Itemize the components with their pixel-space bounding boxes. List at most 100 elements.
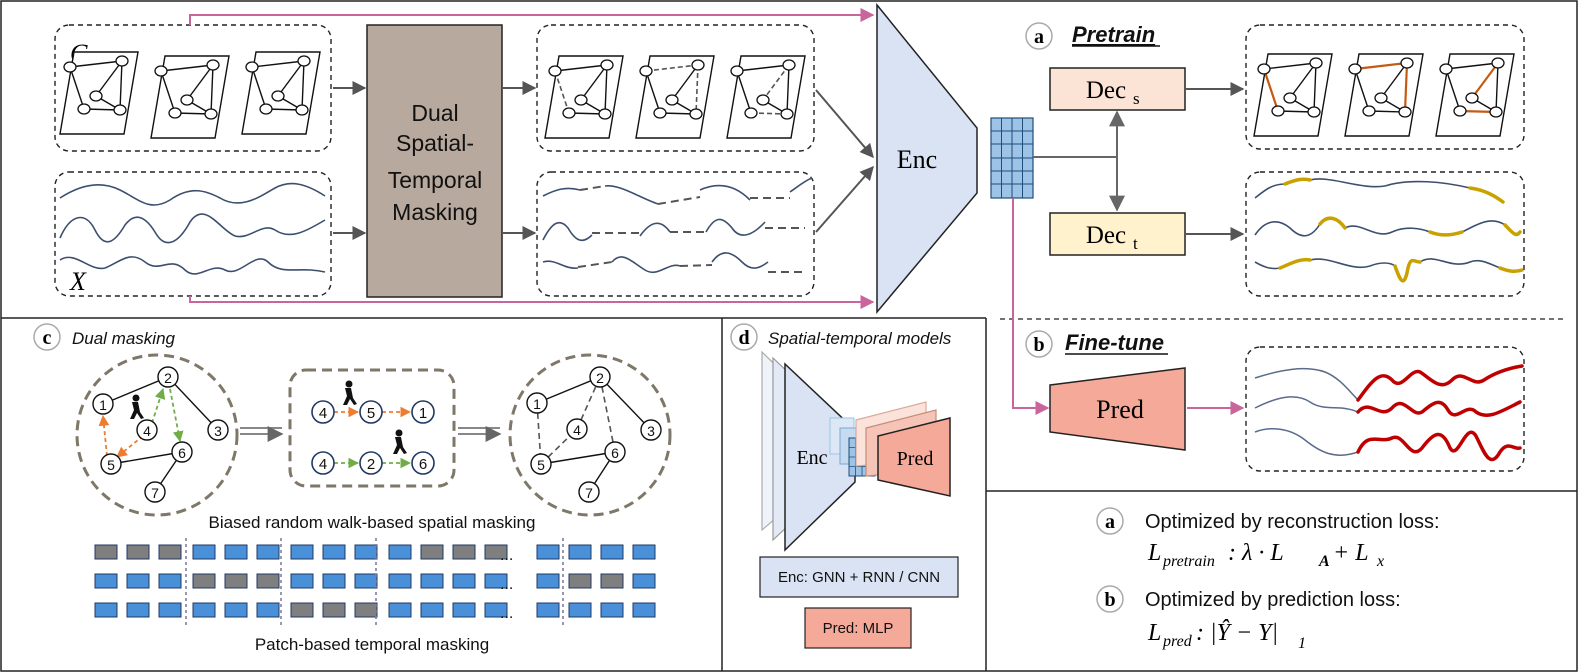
walk-arrows-left	[98, 387, 184, 458]
temporal-patch	[94, 602, 118, 618]
spatial-masking-caption: Biased random walk-based spatial masking	[209, 513, 536, 532]
svg-text:pretrain: pretrain	[1162, 553, 1215, 570]
temporal-patch	[420, 573, 444, 589]
masking-line-3: Temporal	[388, 167, 483, 193]
masked-graph-box	[536, 24, 815, 152]
svg-text:7: 7	[151, 485, 159, 501]
temporal-patch	[354, 544, 378, 560]
svg-text:: |Ŷ − Y|: : |Ŷ − Y|	[1196, 620, 1278, 646]
pred-legend-text: Pred: MLP	[823, 620, 894, 637]
walker-icon-orange	[343, 380, 357, 405]
temporal-patch	[126, 602, 150, 618]
temporal-patch	[322, 544, 346, 560]
temporal-patch	[158, 544, 182, 560]
recon-graph-3	[1435, 53, 1515, 137]
input-graph-1	[60, 52, 138, 134]
svg-text:4: 4	[319, 456, 327, 473]
svg-text:6: 6	[611, 445, 619, 461]
double-arrow-1	[240, 426, 284, 442]
walk-paths-box	[288, 368, 456, 488]
masked-graph-1	[544, 55, 624, 139]
ellipsis-row-3: ...	[500, 605, 513, 622]
prediction-box	[1245, 346, 1525, 472]
temporal-patch	[632, 573, 656, 589]
temporal-patch	[568, 573, 592, 589]
masking-line-4: Masking	[392, 199, 478, 225]
svg-text:c: c	[43, 327, 52, 349]
dual-masking-title: Dual masking	[72, 329, 176, 348]
loss-a-formula: L pretrain : λ · L A + L x	[1147, 540, 1384, 570]
walk-green: 4 2 6	[311, 451, 435, 475]
loss-b-text: Optimized by prediction loss:	[1145, 589, 1401, 611]
temporal-patch	[94, 544, 118, 560]
temporal-patch	[158, 602, 182, 618]
encoder-label: Enc	[897, 145, 937, 174]
temporal-patch	[600, 544, 624, 560]
pink-arrow-graph-to-enc	[189, 8, 875, 25]
temporal-patch	[322, 602, 346, 618]
input-graph-3	[242, 52, 320, 134]
input-series-lines	[59, 182, 326, 275]
masked-series-gaps	[577, 185, 806, 273]
loss-a-text: Optimized by reconstruction loss:	[1145, 511, 1440, 533]
pred-label: Pred	[1096, 395, 1144, 424]
double-arrow-2	[458, 426, 502, 442]
temporal-patch	[388, 544, 412, 560]
pink-arrow-series-to-enc	[189, 295, 875, 309]
svg-text:6: 6	[178, 445, 186, 461]
st-pred-label: Pred	[897, 448, 934, 470]
recon-series-lines	[1254, 178, 1506, 270]
temporal-patch	[600, 602, 624, 618]
temporal-patch	[224, 573, 248, 589]
svg-text:1: 1	[1298, 635, 1306, 652]
stacked-encoders	[761, 350, 856, 552]
svg-text:+ L: + L	[1333, 540, 1369, 566]
temporal-patch	[484, 544, 508, 560]
finetune-title: Fine-tune	[1065, 330, 1164, 355]
temporal-patch	[388, 602, 412, 618]
svg-text:2: 2	[164, 370, 172, 386]
st-models-title: Spatial-temporal models	[768, 329, 952, 348]
temporal-patch	[452, 573, 476, 589]
masked-graph-circle	[508, 353, 672, 517]
enc-legend-box	[759, 556, 959, 598]
svg-text:1: 1	[419, 405, 427, 422]
recon-series-box	[1245, 171, 1525, 297]
temporal-patch	[484, 602, 508, 618]
dec-t-subscript: t	[1133, 234, 1138, 253]
temporal-patch	[158, 573, 182, 589]
svg-text:3: 3	[214, 423, 222, 439]
arrow-masked-graph-to-enc	[815, 89, 874, 159]
temporal-patch	[192, 573, 216, 589]
dec-s-box	[1049, 67, 1186, 111]
svg-text:b: b	[1033, 334, 1044, 356]
recon-graph-2	[1344, 53, 1424, 137]
embedding-grid	[990, 117, 1034, 199]
badge-d: d	[730, 323, 758, 351]
temporal-patches	[94, 544, 656, 618]
svg-text:7: 7	[585, 485, 593, 501]
dec-t-box	[1049, 212, 1186, 256]
masked-series-box	[536, 171, 815, 297]
temporal-patch	[192, 544, 216, 560]
masked-graph-edges	[536, 376, 652, 493]
svg-text:6: 6	[419, 456, 427, 473]
pred-legend-box	[804, 607, 912, 649]
temporal-patch	[290, 573, 314, 589]
temporal-patch	[256, 544, 280, 560]
input-graph-box	[54, 24, 332, 152]
svg-text:4: 4	[143, 423, 151, 439]
temporal-patch	[388, 573, 412, 589]
temporal-patch	[354, 573, 378, 589]
svg-text:A: A	[1318, 553, 1330, 570]
original-graph-nodes: 1 2 3 4 5 6 7	[92, 366, 229, 503]
temporal-patch	[632, 602, 656, 618]
st-enc-label: Enc	[796, 447, 827, 469]
svg-text:5: 5	[537, 457, 545, 473]
masking-line-2: Spatial-	[396, 130, 474, 156]
svg-text:a: a	[1105, 511, 1115, 533]
temporal-patch	[290, 602, 314, 618]
recon-series-highlights	[1278, 177, 1524, 283]
